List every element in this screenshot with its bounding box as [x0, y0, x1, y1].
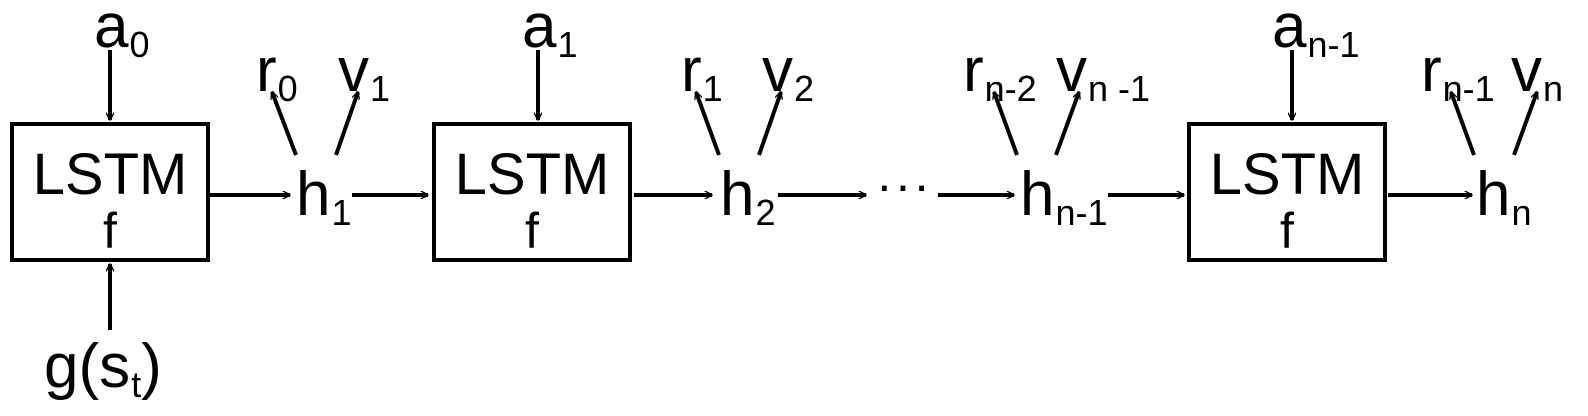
lstm-cell-1: LSTM f	[10, 122, 210, 262]
cell-title: LSTM	[1209, 142, 1365, 207]
label-hn: hn	[1476, 160, 1532, 234]
label-r1: r1	[681, 36, 723, 110]
label-hn1: hn-1	[1020, 160, 1108, 234]
label-v1: v1	[338, 36, 391, 110]
arrow-h2-to-v2	[757, 92, 781, 156]
cell-function: f	[103, 203, 117, 259]
arrow-hn-to-vn	[1512, 92, 1537, 156]
label-a0: a0	[94, 0, 150, 65]
arrow-hn-to-rn1	[1451, 92, 1476, 156]
arrow-h1-to-v1	[334, 92, 358, 156]
arrow-hn1-to-vn1	[1054, 92, 1079, 156]
lstm-cell-3: LSTM f	[1187, 122, 1387, 262]
arrow-hn1-to-rn2	[994, 92, 1019, 156]
label-encoder-input: g(st)	[44, 332, 162, 406]
lstm-cell-2: LSTM f	[432, 122, 632, 262]
label-an1: an-1	[1272, 0, 1360, 65]
arrow-h1-to-r0	[270, 92, 298, 156]
cell-function: f	[1280, 203, 1294, 259]
arrow-h2-to-r1	[696, 92, 721, 156]
label-rn2: rn-2	[963, 36, 1037, 110]
cell-title: LSTM	[32, 142, 188, 207]
cell-function: f	[525, 203, 539, 259]
label-v2: v2	[762, 36, 815, 110]
label-h1: h1	[296, 160, 352, 234]
label-r0: r0	[256, 36, 298, 110]
label-h2: h2	[720, 160, 776, 234]
label-vn: vn	[1511, 36, 1564, 110]
ellipsis: ···	[876, 157, 932, 213]
cell-title: LSTM	[454, 142, 610, 207]
label-vn1: vn -1	[1056, 36, 1151, 110]
diagram-arrows	[0, 50, 1588, 330]
label-a1: a1	[522, 0, 578, 65]
label-rn1: rn-1	[1421, 36, 1495, 110]
